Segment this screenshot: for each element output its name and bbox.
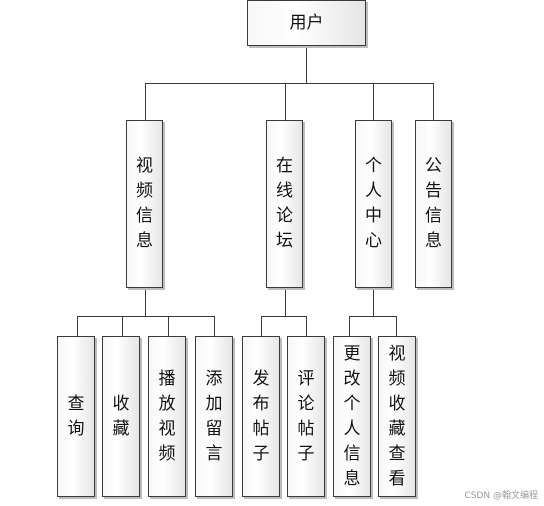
node-play-video: 播放视频 (148, 336, 186, 497)
connector-line (373, 288, 374, 317)
node-favorite: 收藏 (102, 336, 140, 497)
connector-line (122, 316, 123, 336)
connector-line (261, 316, 307, 317)
connector-line (77, 316, 78, 336)
connector-line (145, 83, 434, 84)
node-label: 在线论坛 (276, 156, 293, 251)
node-label: 公告信息 (425, 156, 442, 251)
node-label: 视频收藏查看 (388, 343, 406, 489)
node-view-video-favorites: 视频收藏查看 (378, 336, 416, 497)
node-label: 评论帖子 (297, 368, 315, 464)
connector-line (306, 46, 307, 84)
connector-line (349, 316, 350, 336)
root-node-user: 用户 (247, 0, 366, 46)
watermark-text: CSDN @翰文编程 (464, 491, 538, 501)
node-comment-post: 评论帖子 (287, 336, 325, 497)
node-personal-center: 个人中心 (355, 120, 392, 288)
connector-line (214, 316, 215, 336)
connector-line (145, 288, 146, 317)
connector-line (349, 316, 397, 317)
connector-line (77, 316, 215, 317)
node-online-forum: 在线论坛 (266, 120, 303, 288)
node-label: 视频信息 (136, 156, 153, 251)
node-edit-personal-info: 更改个人信息 (333, 336, 371, 497)
node-label: 收藏 (112, 393, 130, 439)
node-label: 更改个人信息 (343, 343, 361, 489)
node-query: 查询 (57, 336, 95, 497)
connector-line (373, 83, 374, 120)
node-label: 添加留言 (205, 368, 223, 464)
node-publish-post: 发布帖子 (242, 336, 280, 497)
node-video-info: 视频信息 (126, 120, 163, 288)
node-label: 发布帖子 (252, 368, 270, 464)
node-label: 查询 (67, 393, 85, 439)
connector-line (306, 316, 307, 336)
connector-line (145, 83, 146, 120)
connector-line (168, 316, 169, 336)
node-add-comment: 添加留言 (195, 336, 233, 497)
connector-line (261, 316, 262, 336)
node-label: 个人中心 (365, 156, 382, 251)
root-node-label: 用户 (289, 13, 324, 33)
node-label: 播放视频 (158, 368, 176, 464)
connector-line (285, 288, 286, 317)
node-announcement-info: 公告信息 (415, 120, 452, 288)
connector-line (396, 316, 397, 336)
connector-line (433, 83, 434, 120)
connector-line (285, 83, 286, 120)
